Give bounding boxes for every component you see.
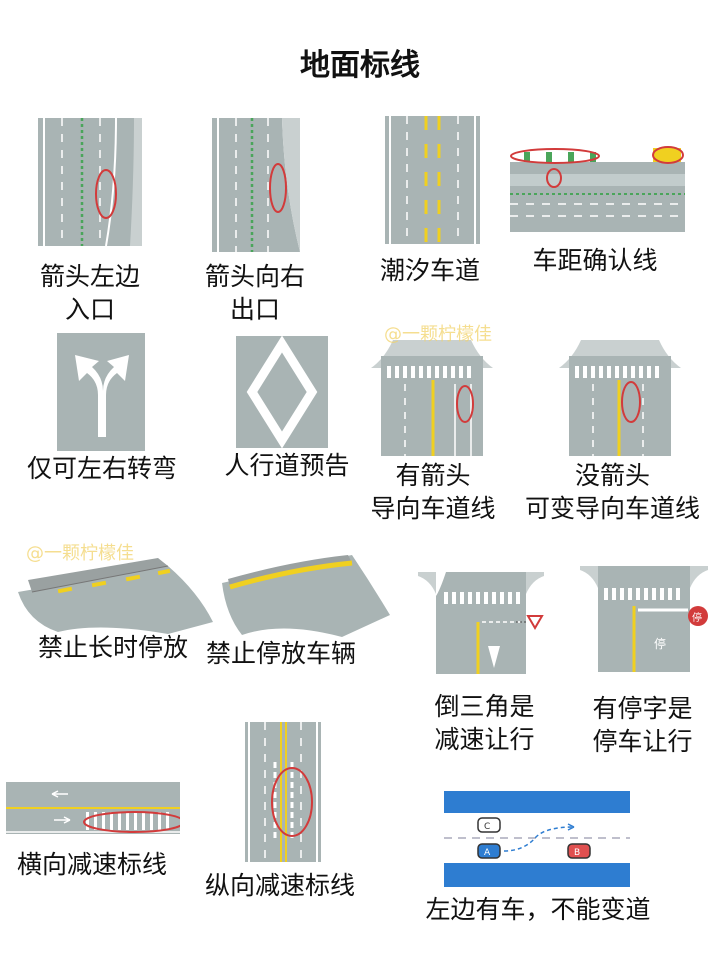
caption-line-1: 有箭头	[395, 461, 471, 490]
caption-line-2: 导向车道线	[370, 494, 496, 523]
caption-variable-guide-lane: 没箭头 可变导向车道线	[515, 459, 710, 525]
caption-no-lane-change: 左边有车，不能变道	[410, 893, 666, 926]
caption-line-2: 可变导向车道线	[524, 494, 700, 523]
caption-line-1: 潮汐车道	[379, 256, 480, 285]
transverse-deceleration-figure	[6, 782, 180, 834]
caption-crosswalk-ahead: 人行道预告	[212, 449, 362, 482]
caption-arrow-left-entrance: 箭头左边 入口	[20, 260, 160, 326]
car-b-label: B	[574, 848, 580, 858]
caption-line-2: 停车让行	[592, 727, 693, 756]
caption-arrow-right-exit: 箭头向右 出口	[185, 260, 325, 326]
caption-line-2: 减速让行	[434, 725, 535, 754]
caption-no-parking: 禁止停放车辆	[196, 637, 366, 670]
caption-transverse-deceleration: 横向减速标线	[4, 848, 180, 881]
caption-stop: 有停字是 停车让行	[570, 692, 715, 758]
caption-line-1: 没箭头	[574, 461, 650, 490]
variable-guide-lane-figure	[559, 340, 681, 456]
caption-line-1: 箭头左边	[39, 262, 140, 291]
left-right-turn-only-figure	[57, 333, 145, 451]
car-a-label: A	[484, 848, 491, 858]
stop-sign-text: 停	[692, 611, 702, 624]
guide-lane-with-arrow-figure	[371, 340, 493, 456]
caption-guide-lane-with-arrow: 有箭头 导向车道线	[358, 459, 508, 525]
caption-line-1: 车距确认线	[532, 246, 658, 275]
watermark-2: @一颗柠檬佳	[26, 543, 134, 564]
car-c-label: C	[484, 822, 490, 832]
caption-tidal-lane: 潮汐车道	[360, 254, 500, 287]
stop-road-text: 停	[654, 636, 666, 651]
caption-line-1: 禁止长时停放	[37, 633, 188, 662]
caption-line-1: 仅可左右转弯	[26, 454, 177, 483]
no-lane-change-figure: C A B	[444, 791, 630, 887]
caption-line-1: 纵向减速标线	[204, 871, 355, 900]
caption-line-2: 入口	[64, 295, 115, 324]
watermark-1: @一颗柠檬佳	[384, 324, 492, 345]
distance-check-line-figure	[510, 146, 685, 232]
caption-line-1: 箭头向右	[204, 262, 305, 291]
caption-longitudinal-deceleration: 纵向减速标线	[190, 869, 370, 902]
caption-distance-check-line: 车距确认线	[515, 244, 675, 277]
caption-no-long-parking: 禁止长时停放	[28, 631, 198, 664]
yield-figure	[418, 572, 544, 674]
caption-line-1: 倒三角是	[434, 692, 535, 721]
caption-line-1: 有停字是	[592, 694, 693, 723]
caption-line-2: 出口	[229, 295, 280, 324]
caption-yield: 倒三角是 减速让行	[412, 690, 557, 756]
caption-line-1: 禁止停放车辆	[205, 639, 356, 668]
page-title: 地面标线	[300, 48, 420, 83]
caption-line-1: 人行道预告	[224, 451, 350, 480]
no-parking-figure	[222, 555, 390, 637]
longitudinal-deceleration-figure	[245, 722, 321, 862]
tidal-lane-figure	[385, 116, 480, 244]
no-long-parking-figure	[18, 558, 213, 634]
caption-line-1: 左边有车，不能变道	[425, 895, 651, 924]
crosswalk-ahead-figure	[236, 336, 328, 448]
caption-left-right-turn-only: 仅可左右转弯	[18, 452, 186, 485]
stop-figure: 停 停	[580, 566, 708, 672]
caption-line-1: 横向减速标线	[16, 850, 167, 879]
arrow-left-entrance-figure	[38, 118, 142, 246]
arrow-right-exit-figure	[212, 118, 300, 252]
